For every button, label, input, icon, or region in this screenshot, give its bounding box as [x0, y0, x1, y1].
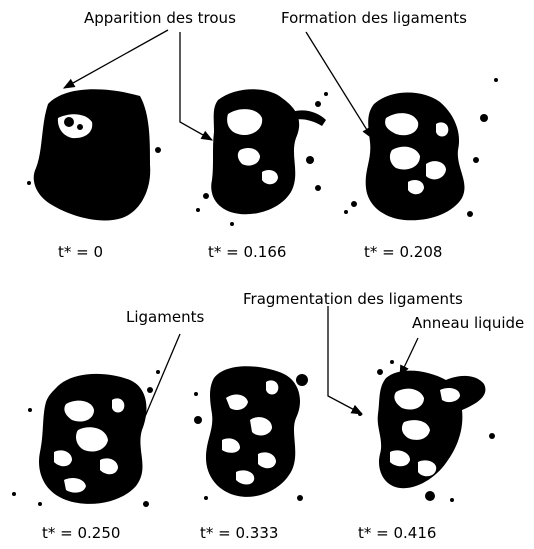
frame-6-droplet: [358, 360, 495, 502]
frame-3-droplet: [344, 78, 498, 221]
arrow-ligament-formation: [305, 31, 373, 139]
arrow-fragmentation: [327, 306, 364, 415]
time-label-frame-6: t* = 0.416: [358, 524, 437, 542]
frame-1-droplet: [27, 89, 161, 221]
arrow-holes-to-frame2: [179, 32, 214, 141]
frame-2-droplet: [196, 89, 328, 226]
time-label-frame-4: t* = 0.250: [42, 524, 121, 542]
label-liquid-ring: Anneau liquide: [412, 314, 525, 332]
label-ligament-fragmentation: Fragmentation des ligaments: [243, 290, 463, 308]
arrow-liquid-ring: [399, 337, 419, 378]
arrow-ligaments: [129, 333, 181, 454]
frame-5-droplet: [194, 366, 308, 501]
time-label-frame-1: t* = 0: [58, 243, 104, 261]
arrow-holes-to-frame1: [62, 29, 169, 89]
frame-4-droplet: [12, 370, 160, 507]
time-label-frame-2: t* = 0.166: [208, 243, 287, 261]
time-label-frame-3: t* = 0.208: [364, 243, 443, 261]
label-holes-appearance: Apparition des trous: [84, 9, 236, 27]
time-label-frame-5: t* = 0.333: [200, 524, 279, 542]
label-ligaments: Ligaments: [126, 308, 205, 326]
label-ligament-formation: Formation des ligaments: [281, 9, 467, 27]
